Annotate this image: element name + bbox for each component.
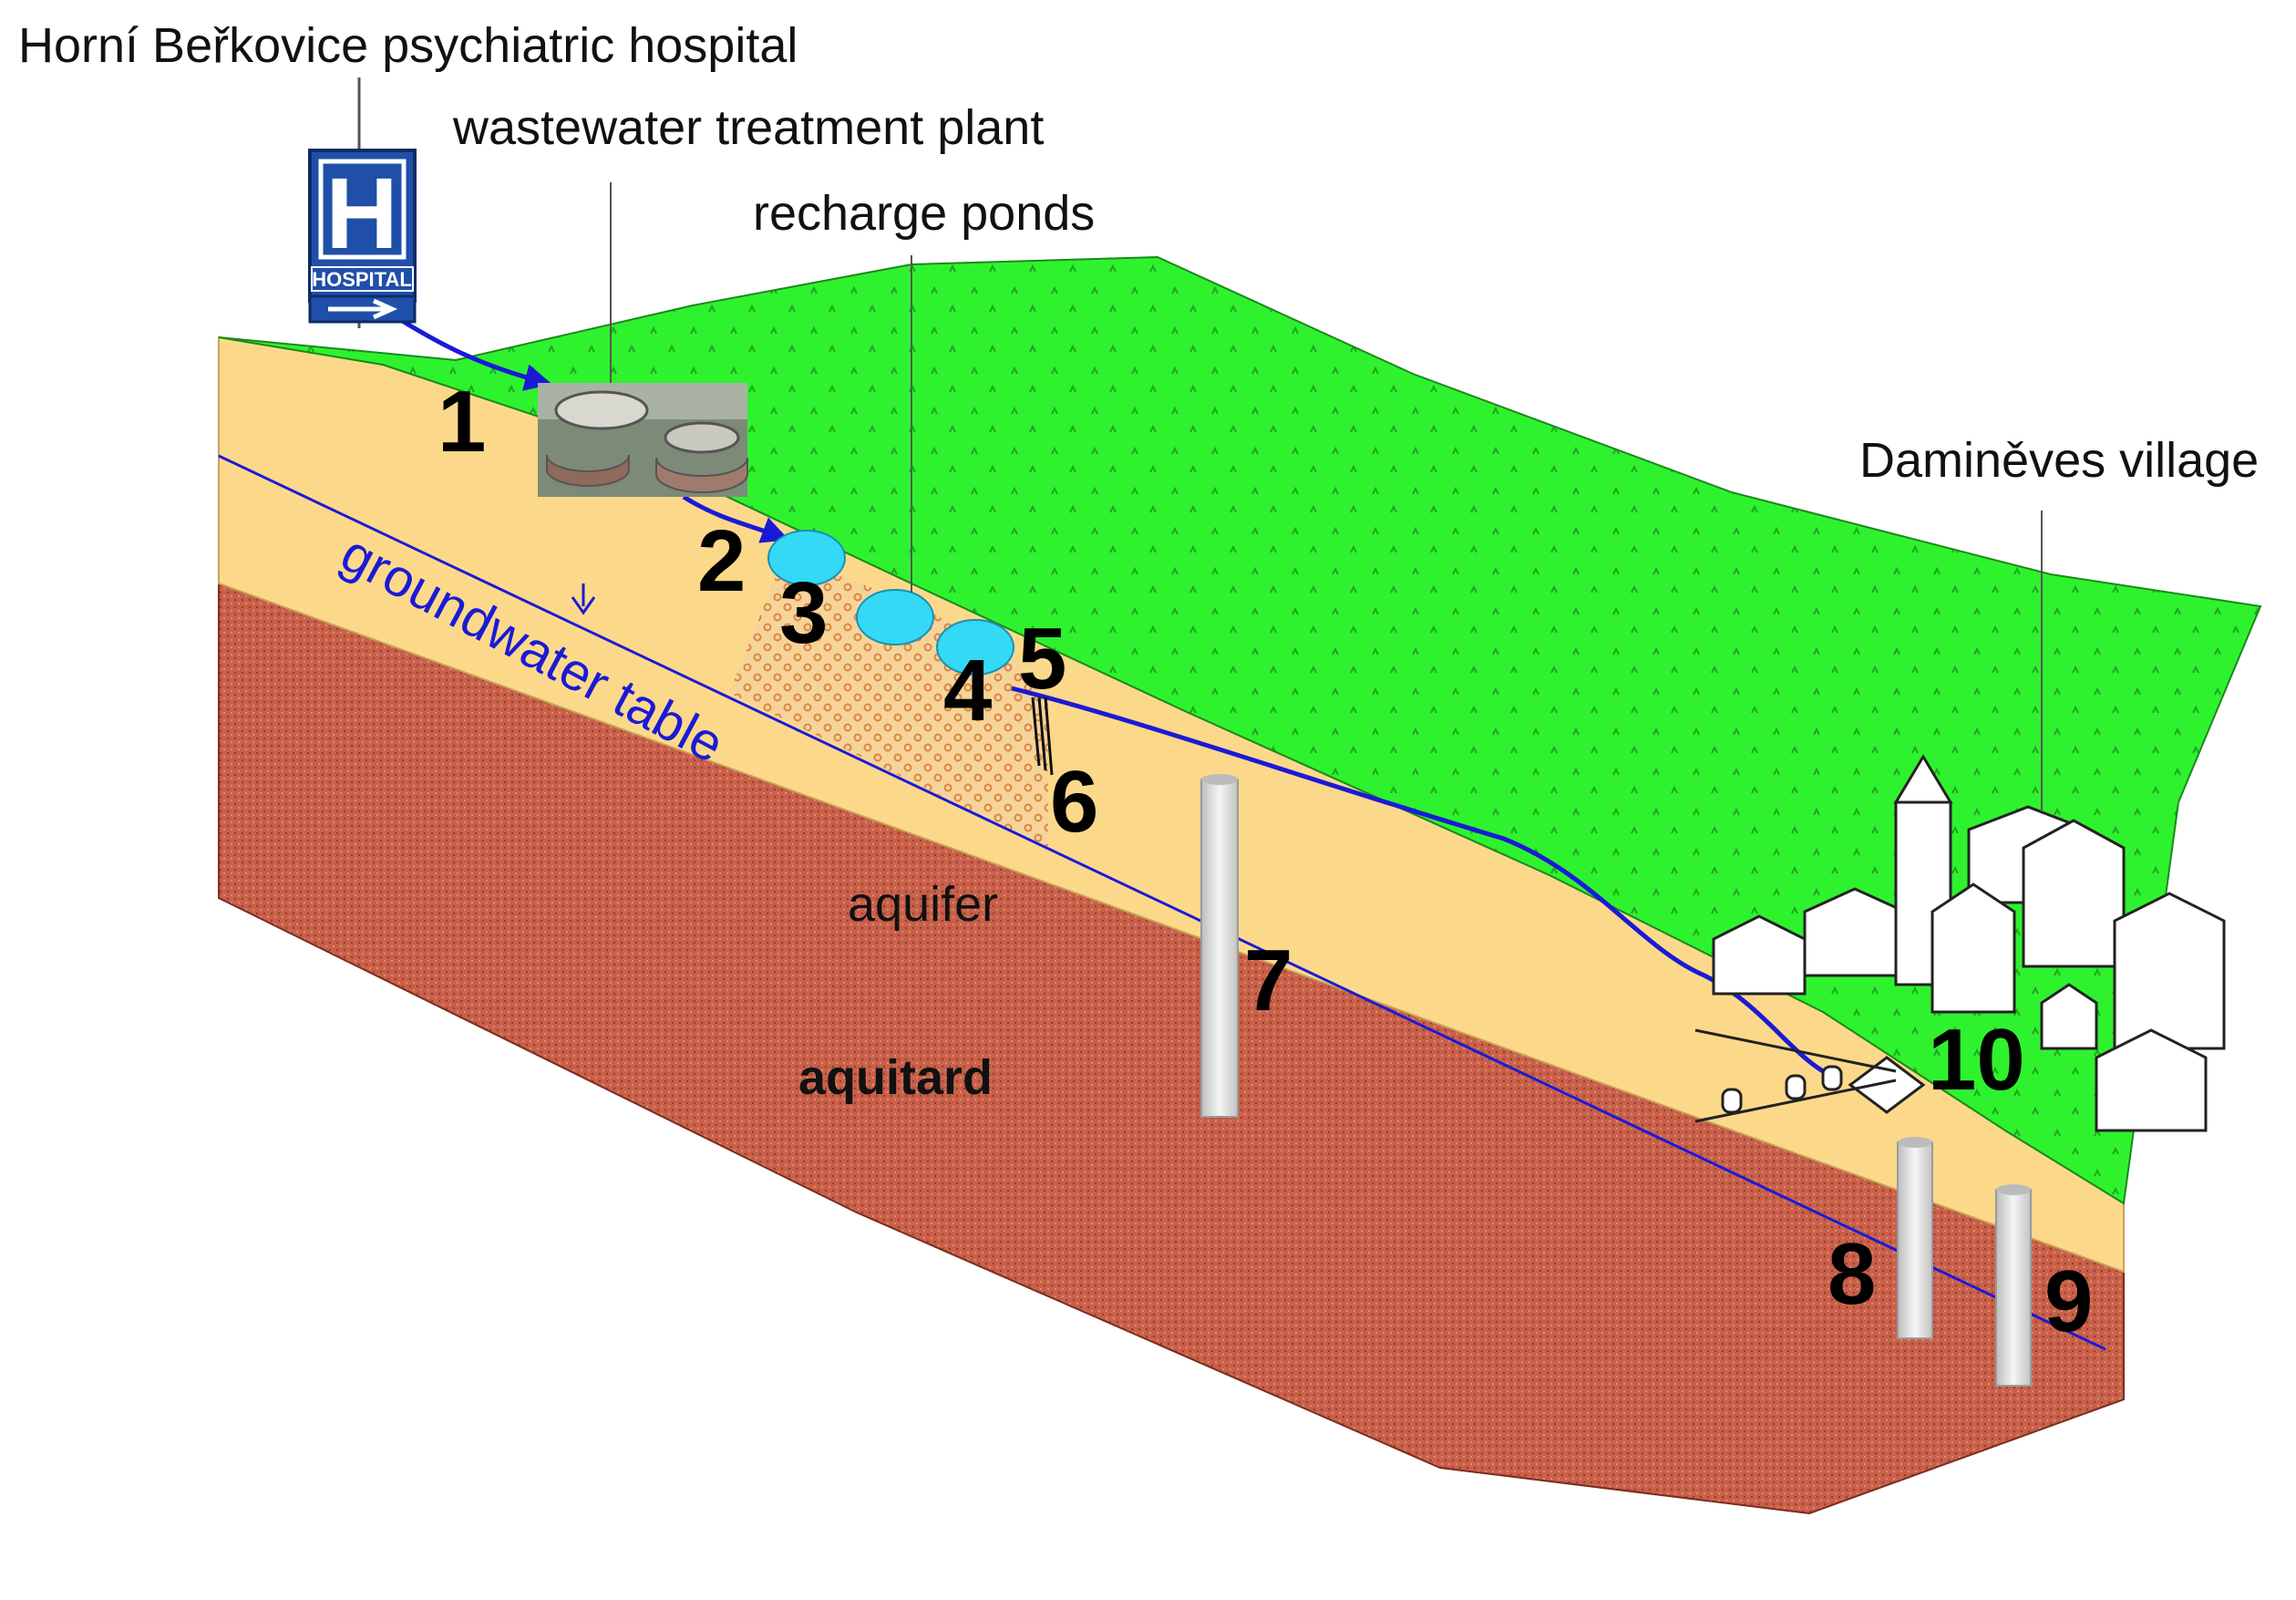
hospital-sign-icon: H HOSPITAL	[308, 77, 417, 328]
aquifer-label: aquifer	[848, 877, 998, 932]
marker-9: 9	[2044, 1253, 2093, 1350]
hospital-sign-letter: H	[325, 158, 397, 270]
village-illustration	[1694, 754, 2226, 1132]
recharge-pond-2	[856, 589, 934, 645]
groundwater-table-line	[218, 454, 2106, 1351]
marker-4: 4	[943, 642, 992, 739]
marker-3: 3	[779, 564, 828, 662]
marker-10: 10	[1928, 1011, 2025, 1109]
hospital-label: Horní Beřkovice psychiatric hospital	[18, 18, 798, 73]
treatment-plant-label: wastewater treatment plant	[452, 100, 1044, 155]
recharge-pond-1	[767, 530, 846, 586]
marker-1: 1	[438, 373, 486, 470]
marker-5: 5	[1018, 610, 1066, 707]
aquitard-label: aquitard	[798, 1050, 993, 1105]
well-8	[1897, 1137, 1933, 1339]
groundwater-arrow-icon	[571, 583, 596, 615]
marker-8: 8	[1828, 1225, 1876, 1323]
marker-7: 7	[1244, 932, 1292, 1029]
well-7	[1200, 774, 1239, 1118]
well-9	[1995, 1184, 2032, 1387]
treatment-plant-image	[538, 383, 748, 497]
recharge-ponds-label: recharge ponds	[753, 186, 1095, 241]
leader-lines	[610, 182, 2043, 811]
stream-line	[1011, 686, 1825, 1074]
effluent-flow-arrow	[682, 494, 789, 543]
infiltration-zone	[729, 556, 1048, 848]
village-label: Daminěves village	[1859, 433, 2259, 488]
recharge-ponds	[767, 530, 1014, 676]
aquitard-layer	[218, 582, 2125, 1515]
marker-6: 6	[1050, 753, 1098, 851]
arrow-right-icon	[328, 298, 398, 320]
recharge-pond-3	[936, 619, 1014, 676]
marker-2: 2	[697, 512, 746, 610]
hospital-sign-text: HOSPITAL	[312, 268, 412, 291]
monitoring-probes	[1031, 697, 1054, 776]
